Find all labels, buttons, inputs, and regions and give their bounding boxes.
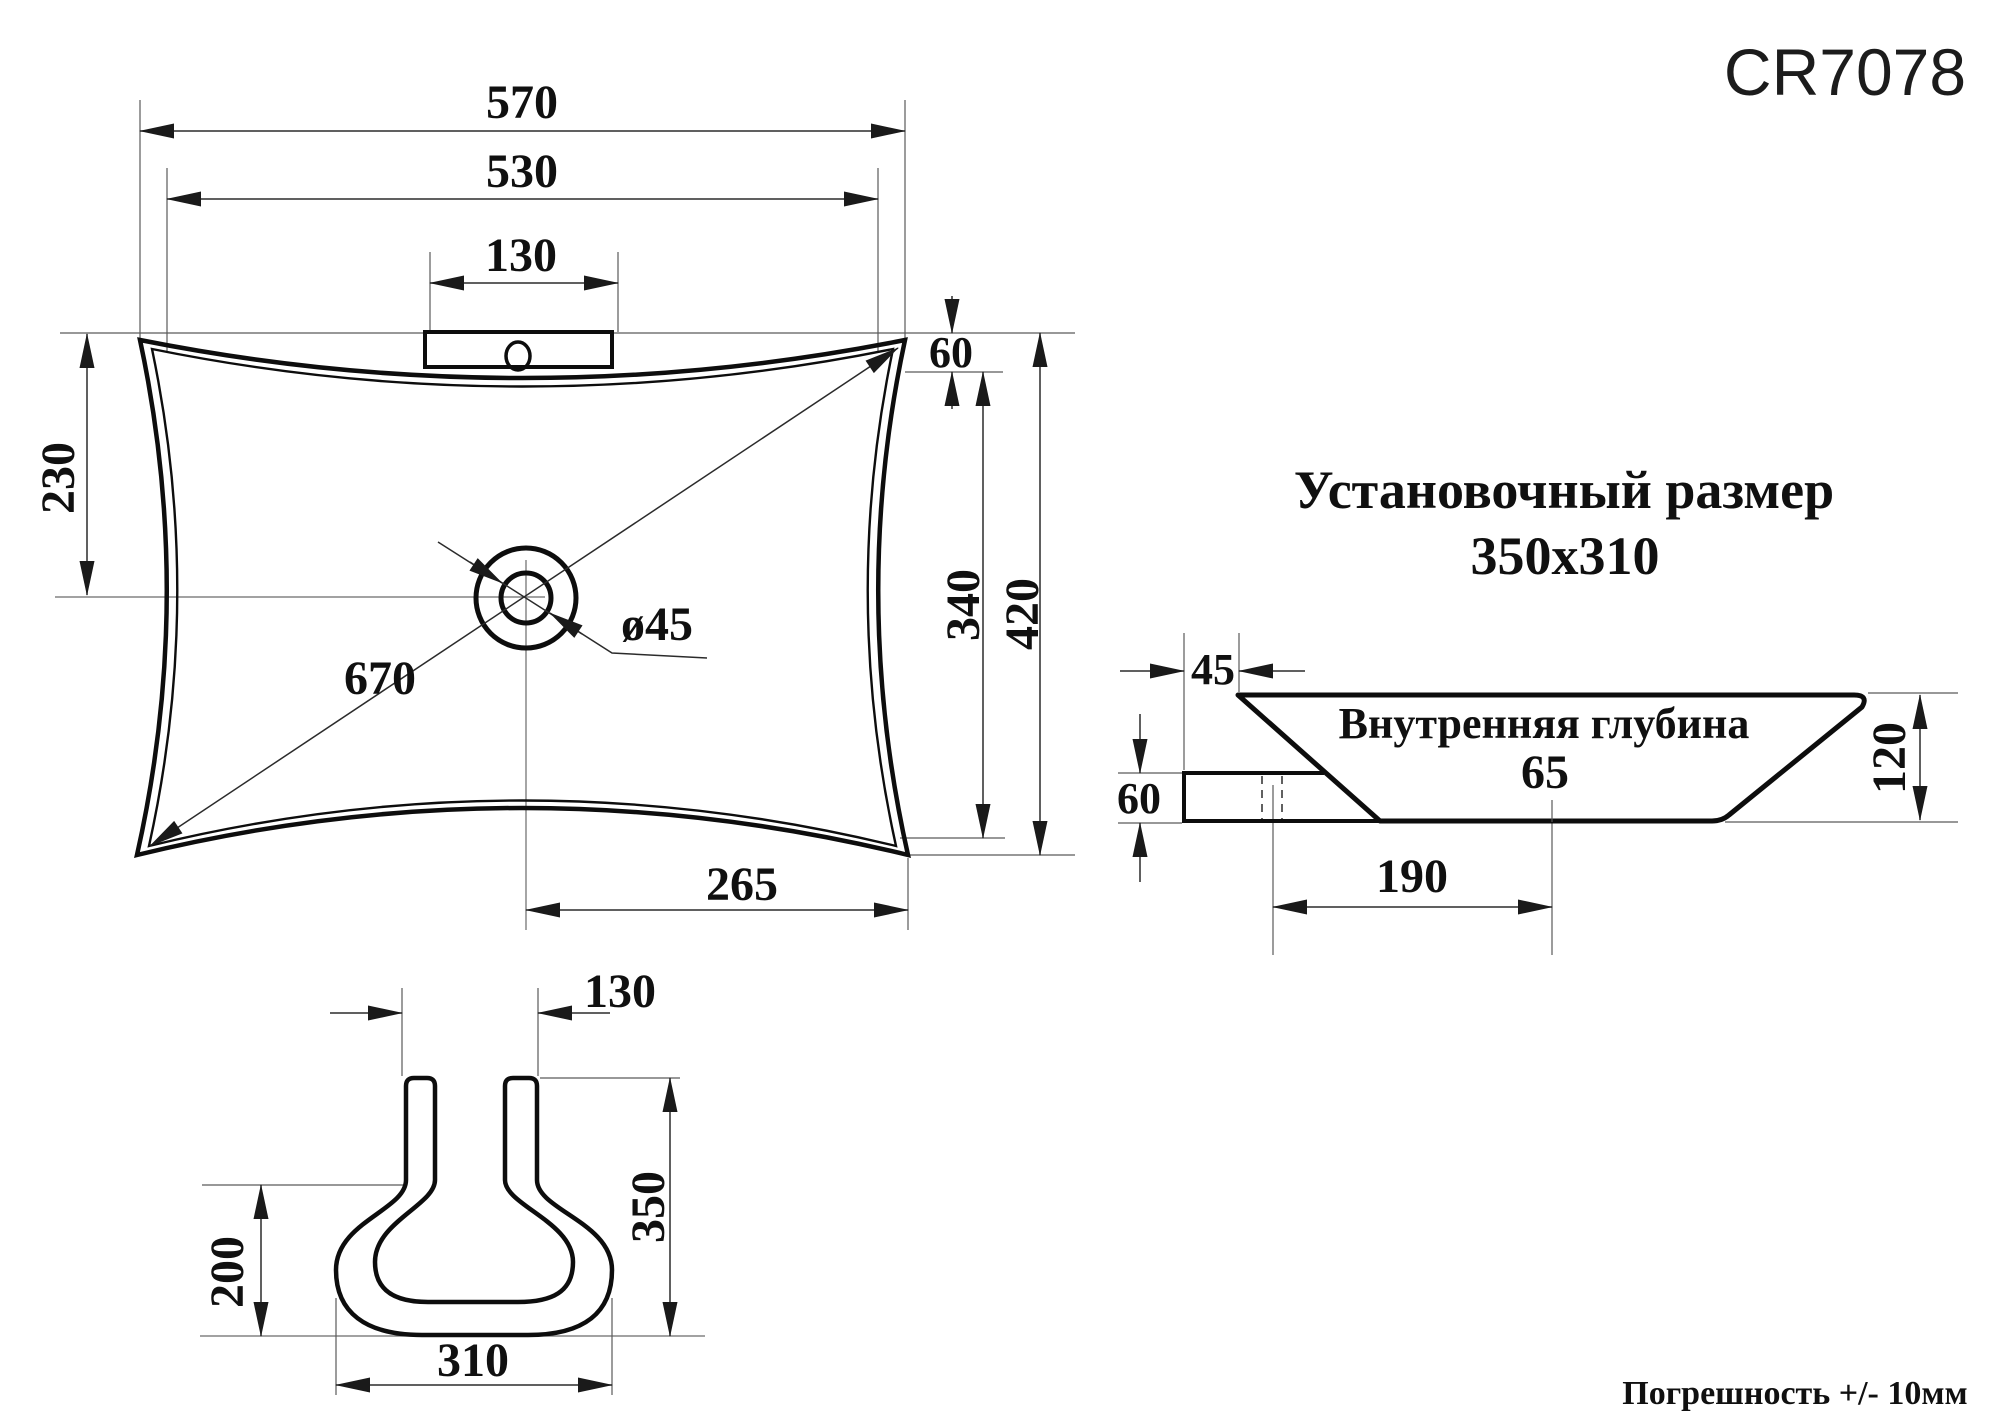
bowl-profile	[1235, 692, 1867, 824]
dim-310-label: 310	[437, 1334, 509, 1387]
dim-350-label: 350	[622, 1171, 675, 1243]
dim-130-label: 130	[485, 229, 557, 282]
installation-size-title: Установочный размер	[1294, 460, 1834, 520]
dim-200-label: 200	[201, 1236, 254, 1308]
installation-size-value: 350x310	[1471, 526, 1660, 586]
dim-190-label: 190	[1376, 850, 1448, 903]
faucet-platform	[423, 330, 614, 369]
model-code: CR7078	[1724, 35, 1966, 109]
side-view: Установочный размер 350x310 Внутренняя г…	[1117, 460, 1958, 955]
dim-60-side-label: 60	[1117, 774, 1161, 823]
dim-530-label: 530	[486, 145, 558, 198]
dim-120-label: 120	[1863, 722, 1916, 794]
dim-230-label: 230	[32, 442, 85, 514]
dim-60-label: 60	[929, 328, 973, 377]
inner-depth-value: 65	[1521, 746, 1569, 799]
dim-265-label: 265	[706, 858, 778, 911]
tolerance-note: Погрешность +/- 10мм	[1622, 1375, 1967, 1412]
dim-130-section-label: 130	[584, 965, 656, 1018]
dim-670-label: 670	[344, 652, 416, 705]
dim-drain-diameter-label: ø45	[621, 598, 693, 651]
mounting-ledge	[1182, 771, 1380, 823]
dim-420-label: 420	[996, 578, 1049, 650]
inner-depth-label: Внутренняя глубина	[1339, 699, 1750, 748]
section-outline	[333, 1075, 615, 1338]
dim-45-label: 45	[1191, 645, 1235, 694]
dim-340-label: 340	[937, 569, 990, 641]
dim-570-label: 570	[486, 76, 558, 129]
plan-view: 570 530 130 230 670 ø45 60 340 420 265	[32, 76, 1075, 930]
section-view: 130 350 200 310	[200, 965, 705, 1395]
